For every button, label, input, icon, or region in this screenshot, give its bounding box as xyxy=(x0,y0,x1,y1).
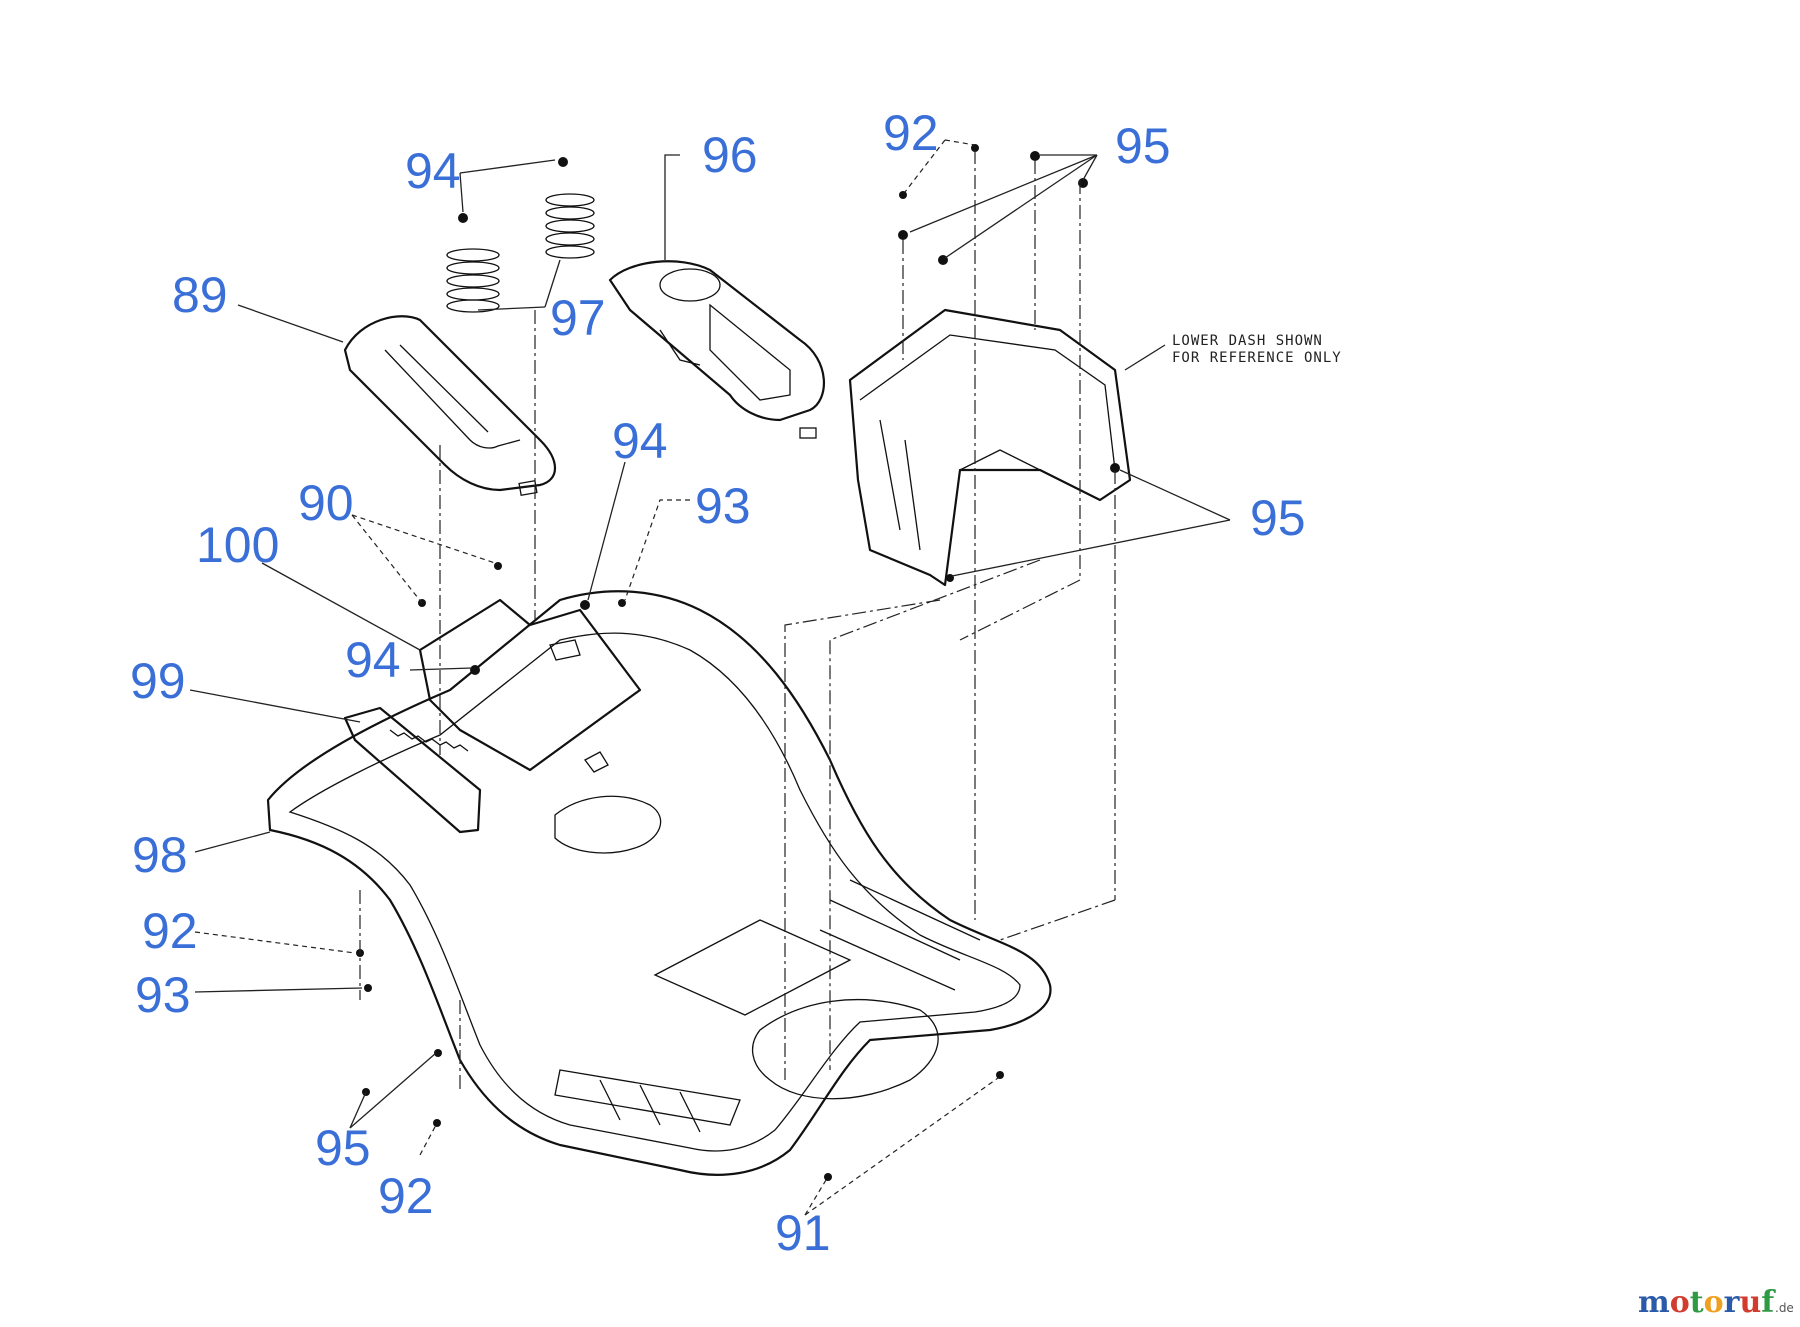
dash-plate xyxy=(418,598,642,773)
callout-97: 97 xyxy=(550,290,606,346)
callout-95-right: 95 xyxy=(1250,490,1306,546)
callout-90: 90 xyxy=(298,475,354,531)
leader-lines xyxy=(189,139,1231,1216)
callouts: 89 90 91 92 92 92 93 93 94 94 94 95 95 9… xyxy=(130,105,1306,1261)
lower-dash xyxy=(848,308,1132,587)
watermark-logo: motoruf .de xyxy=(1638,1285,1794,1320)
note-line-2: FOR REFERENCE ONLY xyxy=(1172,350,1342,366)
callout-98: 98 xyxy=(132,827,188,883)
callout-93-left: 93 xyxy=(135,967,191,1023)
fender-body xyxy=(266,590,1052,1176)
reference-note: LOWER DASH SHOWN FOR REFERENCE ONLY xyxy=(1172,333,1342,366)
seat-cushion xyxy=(343,315,556,497)
callout-94-plate: 94 xyxy=(345,632,401,688)
callout-92-top: 92 xyxy=(883,105,939,161)
note-line-1: LOWER DASH SHOWN xyxy=(1172,333,1323,349)
callout-92-left: 92 xyxy=(142,903,198,959)
adjust-plate xyxy=(343,706,482,834)
watermark-text: motoruf xyxy=(1638,1285,1776,1320)
callout-91: 91 xyxy=(775,1205,831,1261)
callout-92-bottom: 92 xyxy=(378,1168,434,1224)
assembly-lines xyxy=(359,150,1116,1090)
callout-96: 96 xyxy=(702,127,758,183)
callout-95-top: 95 xyxy=(1115,118,1171,174)
callout-95-bottom: 95 xyxy=(315,1120,371,1176)
callout-93-center: 93 xyxy=(695,478,751,534)
rear-cover xyxy=(608,260,825,439)
callout-89: 89 xyxy=(172,267,228,323)
watermark-suffix: .de xyxy=(1775,1301,1794,1315)
callout-94-center: 94 xyxy=(612,413,668,469)
callout-100: 100 xyxy=(196,517,279,573)
springs xyxy=(446,193,595,313)
callout-94-top: 94 xyxy=(405,143,461,199)
callout-99: 99 xyxy=(130,653,186,709)
